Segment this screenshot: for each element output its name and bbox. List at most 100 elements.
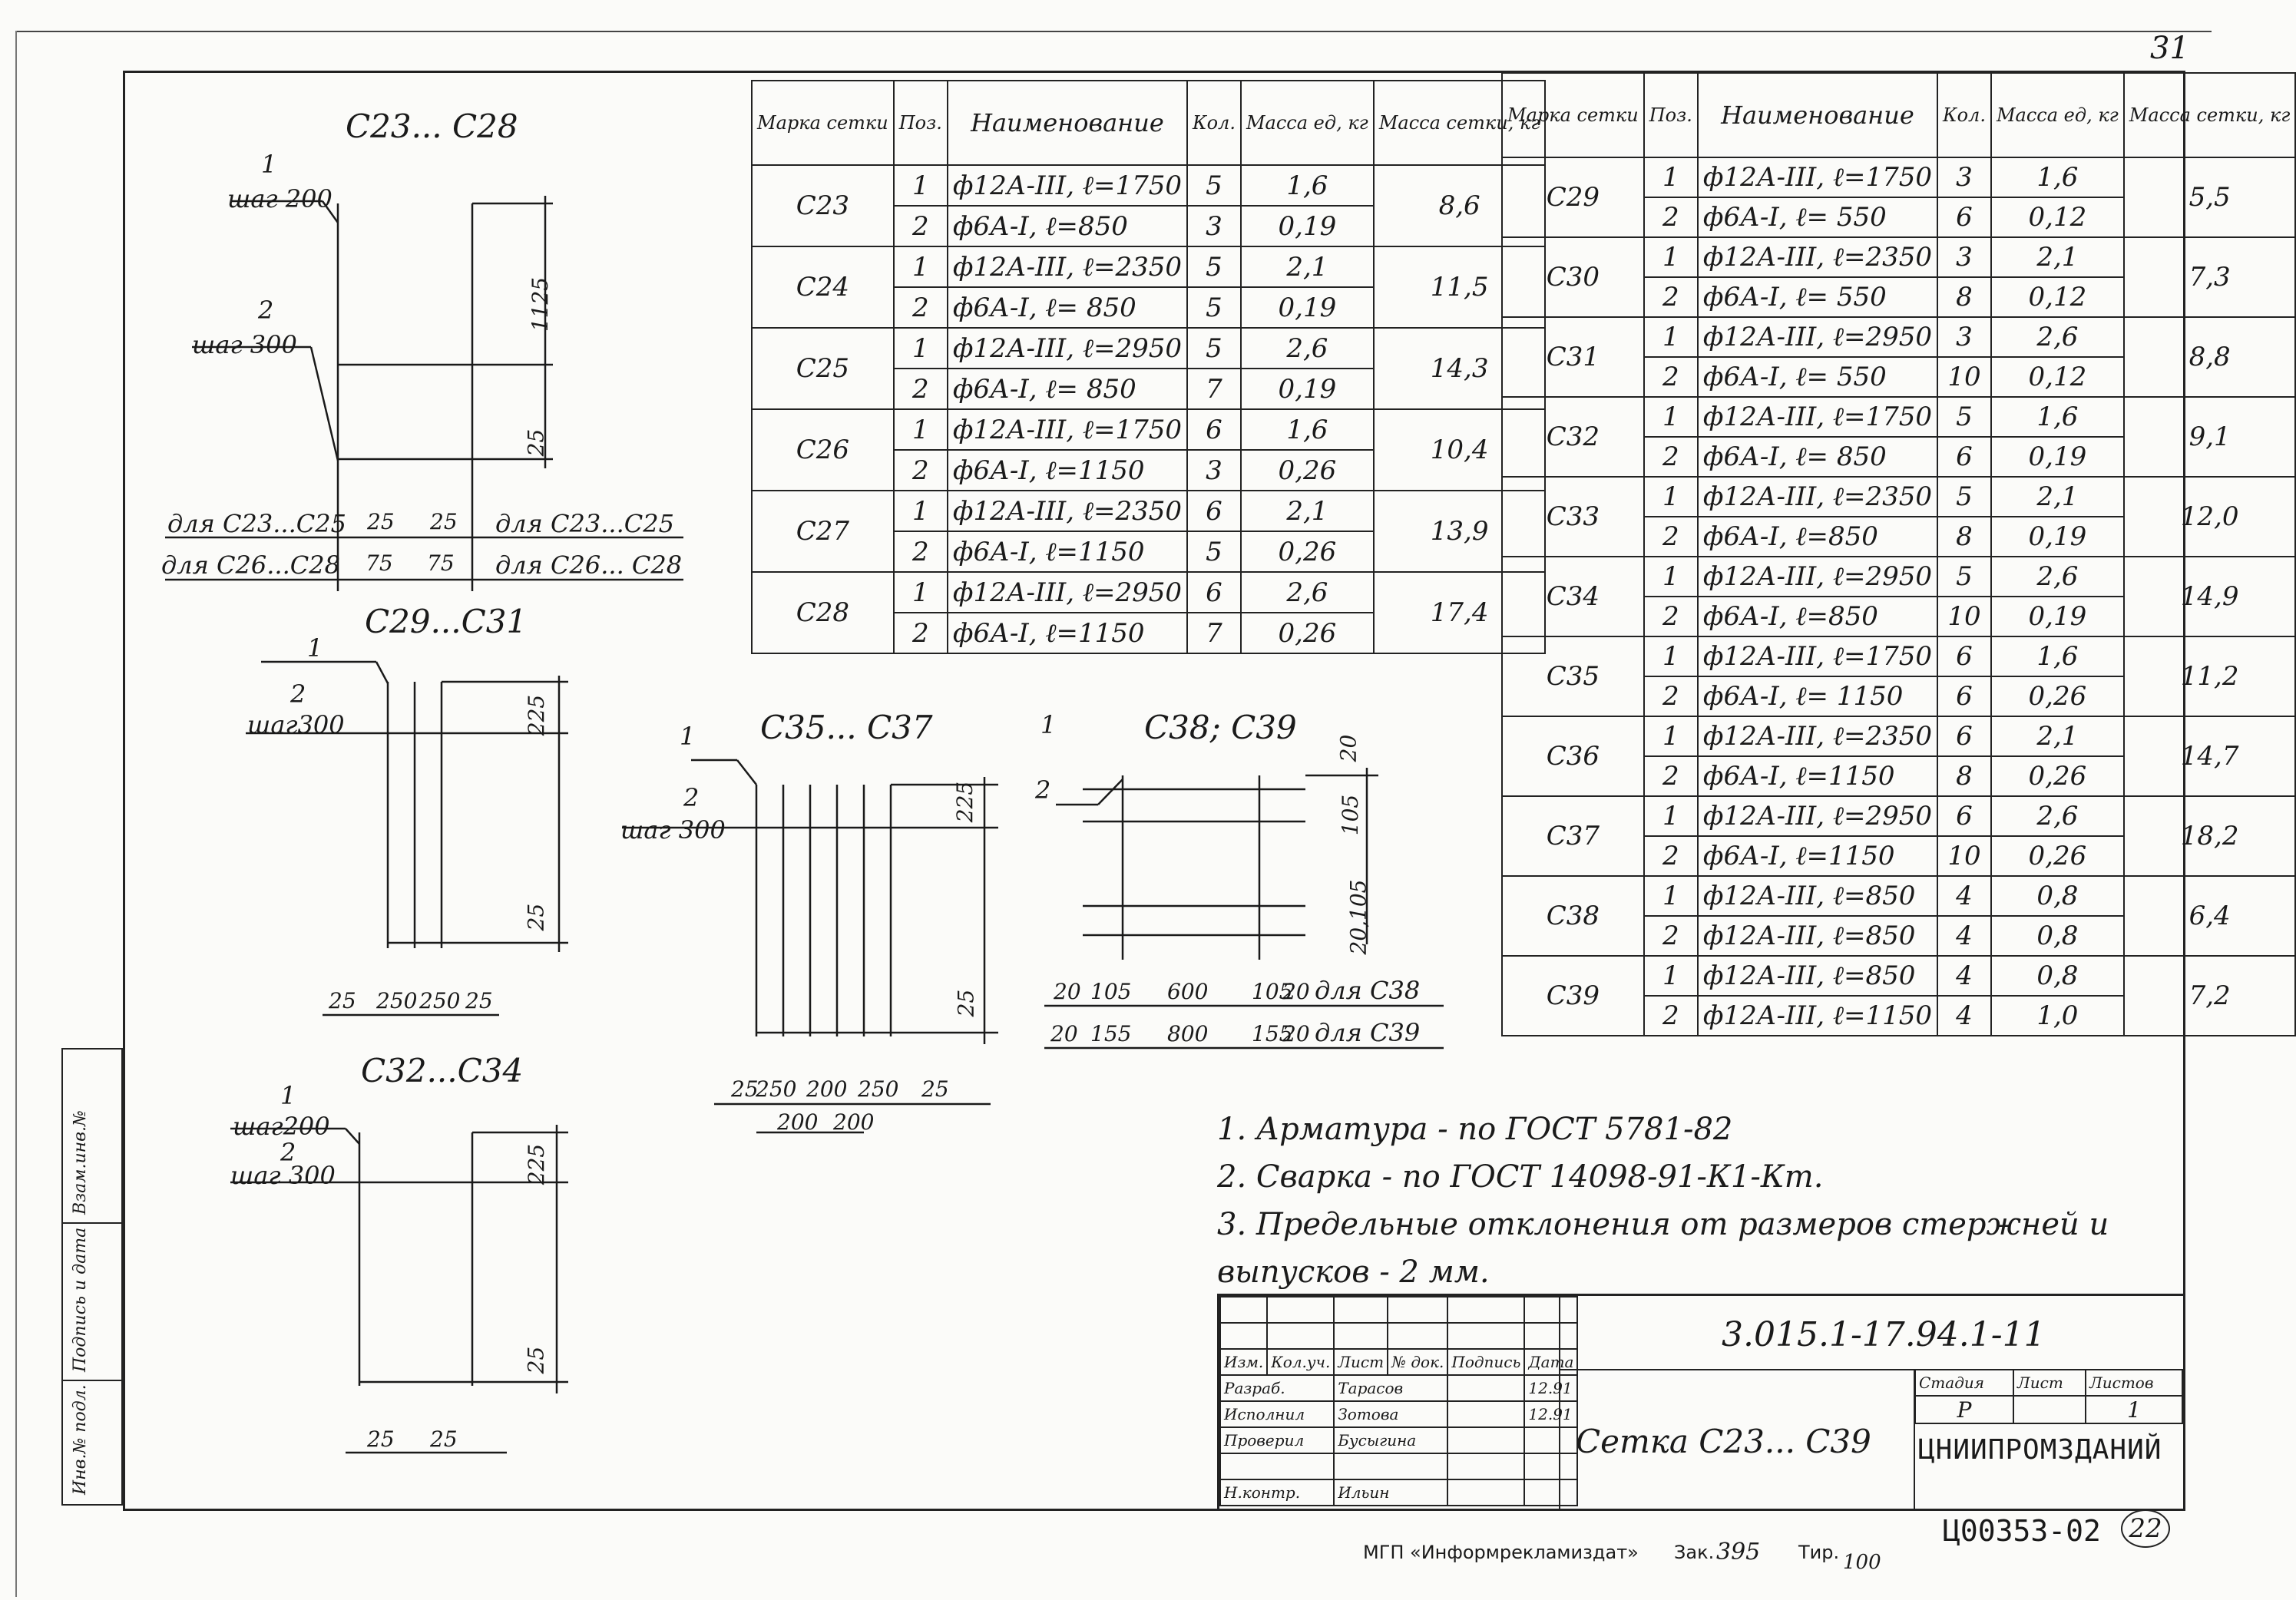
cell-unit-mass: 0,19: [1239, 286, 1375, 329]
cell-name: ф6А-I, ℓ= 850: [1696, 436, 1939, 478]
cell-name: ф6А-I, ℓ= 850: [946, 368, 1189, 410]
cell-unit-mass: 0,8: [1990, 915, 2125, 957]
note-2: 2. Сварка - по ГОСТ 14098-91-К1-Кт.: [1217, 1159, 1824, 1195]
cell-qty: 6: [1186, 490, 1242, 532]
tb-role: Разраб.: [1219, 1374, 1335, 1402]
cell-total-mass: 14,9: [2122, 556, 2296, 637]
bar2-label: 2: [258, 296, 274, 325]
section-title-c23-c28: С23... С28: [346, 107, 518, 145]
bar2-step: шаг 300: [230, 1161, 336, 1190]
leader: [321, 200, 339, 223]
tb-person: Тарасов: [1333, 1374, 1449, 1402]
tb-header-kol: Кол.уч.: [1266, 1348, 1335, 1376]
cell-unit-mass: 0,26: [1990, 835, 2125, 877]
leader: [345, 1128, 360, 1145]
cell-mark: С25: [751, 327, 895, 410]
tb-header-sign: Подпись: [1447, 1348, 1526, 1376]
cell-pos: 1: [1643, 556, 1699, 597]
cell-unit-mass: 0,19: [1239, 205, 1375, 247]
cell-mark: С38: [1501, 875, 1645, 957]
cell-qty: 6: [1937, 795, 1992, 837]
cell-mark: С29: [1501, 157, 1645, 238]
cell-unit-mass: 0,26: [1239, 612, 1375, 654]
cell-name: ф12А-III, ℓ=2350: [946, 246, 1189, 288]
cell-qty: 6: [1937, 197, 1992, 238]
title-block: Изм. Кол.уч. Лист № док. Подпись Дата Ра…: [1217, 1294, 2185, 1511]
cell-name: ф6А-I, ℓ= 850: [946, 286, 1189, 329]
cell-pos: 2: [1643, 197, 1699, 238]
bottom-dim-2: 25: [430, 1426, 458, 1452]
cell-unit-mass: 0,8: [1990, 875, 2125, 917]
bottom-dim-1: 25: [367, 1426, 395, 1452]
archive-number: Ц00353-02: [1943, 1514, 2101, 1548]
cell-qty: 10: [1937, 596, 1992, 637]
cell-unit-mass: 0,26: [1239, 531, 1375, 573]
col-header-pos: Поз.: [892, 80, 948, 166]
tb-person: Зотова: [1333, 1400, 1449, 1428]
cell-unit-mass: 2,1: [1239, 246, 1375, 288]
cell-name: ф6А-I, ℓ=850: [1696, 516, 1939, 557]
tb-role: Проверил: [1219, 1426, 1335, 1454]
cell-unit-mass: 2,1: [1990, 716, 2125, 757]
bottom-sub-1: 200: [777, 1109, 819, 1135]
cell-unit-mass: 1,0: [1990, 995, 2125, 1036]
side-inv-podl: Инв.№ подл.: [71, 1384, 90, 1495]
sheets-label: Листов: [2085, 1369, 2183, 1397]
cell-total-mass: 7,3: [2122, 236, 2296, 318]
row2-b: 75: [427, 550, 455, 576]
cell-unit-mass: 1,6: [1990, 396, 2125, 438]
cell-qty: 3: [1937, 157, 1992, 198]
product-name: Сетка С23... С39: [1576, 1423, 1871, 1460]
bottom-dim-1: 25: [731, 1076, 759, 1102]
cell-name: ф12А-III, ℓ=2950: [946, 571, 1189, 613]
cell-name: ф12А-III, ℓ=1750: [946, 164, 1189, 207]
cell-name: ф12А-III, ℓ=850: [1696, 915, 1939, 957]
col-header-qty: Кол.: [1937, 72, 1992, 158]
bar1-label: 1: [680, 722, 696, 751]
cell-qty: 5: [1186, 327, 1242, 369]
bottom-dim-3: 200: [806, 1076, 848, 1102]
cell-mark: С31: [1501, 316, 1645, 398]
cell-qty: 3: [1937, 236, 1992, 278]
footer-print-label: Тир.: [1798, 1542, 1840, 1563]
cell-qty: 10: [1937, 835, 1992, 877]
row1-d5: 20: [1282, 979, 1310, 1004]
cell-name: ф6А-I, ℓ=1150: [946, 531, 1189, 573]
bar2-label: 2: [290, 679, 306, 709]
cell-name: ф6А-I, ℓ=850: [946, 205, 1189, 247]
tb-header-doc: № док.: [1387, 1348, 1449, 1376]
cell-name: ф6А-I, ℓ= 550: [1696, 356, 1939, 398]
cell-unit-mass: 0,19: [1990, 596, 2125, 637]
row2-d1: 20: [1050, 1021, 1078, 1046]
cell-qty: 5: [1186, 531, 1242, 573]
bar2-step: шаг 300: [192, 330, 297, 359]
cell-qty: 5: [1186, 164, 1242, 207]
bar1-label: 1: [1040, 710, 1057, 739]
stage-value: Р: [1914, 1395, 2015, 1424]
section-title-c35-c37: С35... С37: [760, 709, 933, 746]
cell-pos: 1: [892, 246, 948, 288]
bottom-sub-2: 200: [833, 1109, 875, 1135]
tb-date: [1523, 1479, 1579, 1506]
cell-unit-mass: 1,6: [1239, 164, 1375, 207]
cell-mark: С24: [751, 246, 895, 329]
tb-person: Ильин: [1333, 1479, 1449, 1506]
cell-name: ф12А-III, ℓ=850: [1696, 955, 1939, 997]
cell-unit-mass: 0,19: [1239, 368, 1375, 410]
cell-name: ф6А-I, ℓ= 550: [1696, 197, 1939, 238]
cell-unit-mass: 0,19: [1990, 516, 2125, 557]
bar2-label: 2: [1035, 775, 1051, 805]
side-signature: Подпись и дата: [71, 1227, 90, 1372]
